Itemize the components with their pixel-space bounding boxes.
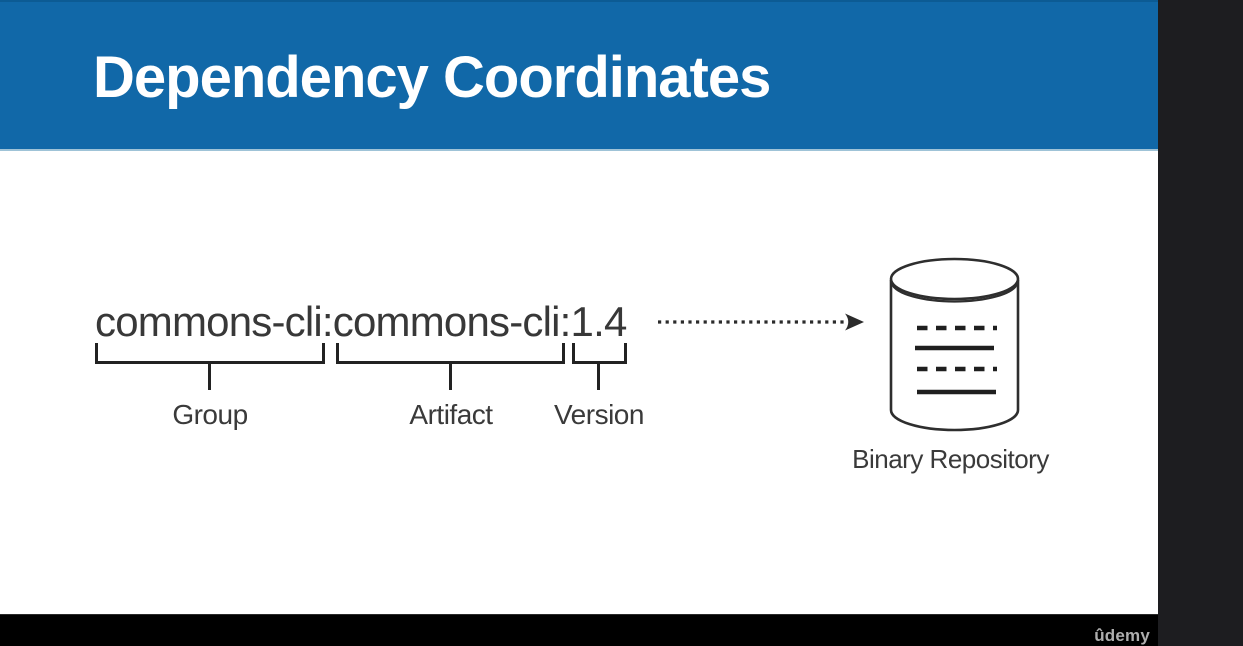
artifact-bracket xyxy=(336,343,565,364)
binary-repository-label: Binary Repository xyxy=(852,444,1049,474)
slide-header: Dependency Coordinates xyxy=(0,0,1158,151)
version-bracket xyxy=(572,343,627,364)
player-bottom-bar: ûdemy xyxy=(0,614,1158,646)
udemy-watermark: ûdemy xyxy=(1094,626,1150,645)
version-bracket-stem xyxy=(597,364,600,390)
version-label: Version xyxy=(554,399,644,430)
slide: Dependency Coordinates commons-cli:commo… xyxy=(0,0,1158,614)
slide-title: Dependency Coordinates xyxy=(93,45,771,110)
group-label: Group xyxy=(172,399,248,430)
dotted-arrow-right-icon xyxy=(658,313,864,331)
group-bracket-stem xyxy=(208,364,211,390)
player-side-panel xyxy=(1158,0,1243,646)
dependency-coordinate-text: commons-cli:commons-cli:1.4 xyxy=(95,298,627,345)
database-cylinder-icon xyxy=(889,257,1020,432)
artifact-bracket-stem xyxy=(449,364,452,390)
group-bracket xyxy=(95,343,325,364)
artifact-label: Artifact xyxy=(409,399,493,430)
